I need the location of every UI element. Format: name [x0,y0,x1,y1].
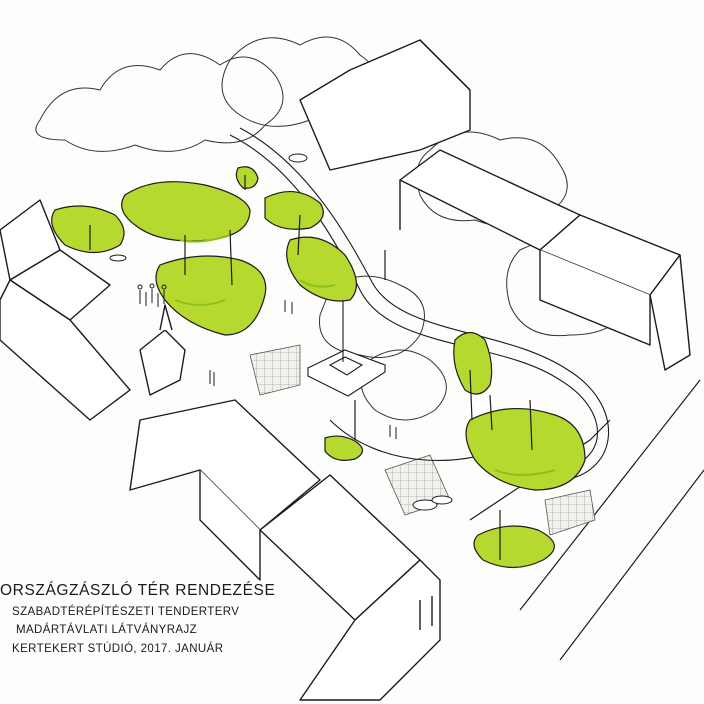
lawn-10 [473,525,555,569]
lawn-4 [264,191,324,230]
lawn-2 [51,205,125,254]
lawn-6 [235,166,259,189]
drawing-subtitle-3: KERTEKERT STÚDIÓ, 2017. JANUÁR [12,643,224,655]
pedestrian-figures [137,283,397,439]
lawn-9 [324,435,364,461]
lawn-7 [453,331,493,395]
drawing-subtitle-2: MADÁRTÁVLATI LÁTVÁNYRAJZ [16,624,198,636]
lawn-shading [174,234,556,476]
lawn-3 [155,255,267,336]
building-bottom [129,399,441,701]
drawing-title: ORSZÁGZÁSZLÓ TÉR RENDEZÉSE [0,582,276,599]
flag-monument [306,300,387,397]
street-lines [469,379,704,661]
lawn-islands [51,166,586,569]
lawn-5 [286,236,357,302]
building-top-right [299,39,691,371]
lawn-1 [121,181,251,242]
seating-objects [109,153,453,511]
lawn-8 [465,408,586,491]
drawing-subtitle-1: SZABADTÉRÉPÍTÉSZETI TENDERTERV [12,606,240,618]
building-left [0,199,186,421]
tree-trunks [89,175,533,560]
